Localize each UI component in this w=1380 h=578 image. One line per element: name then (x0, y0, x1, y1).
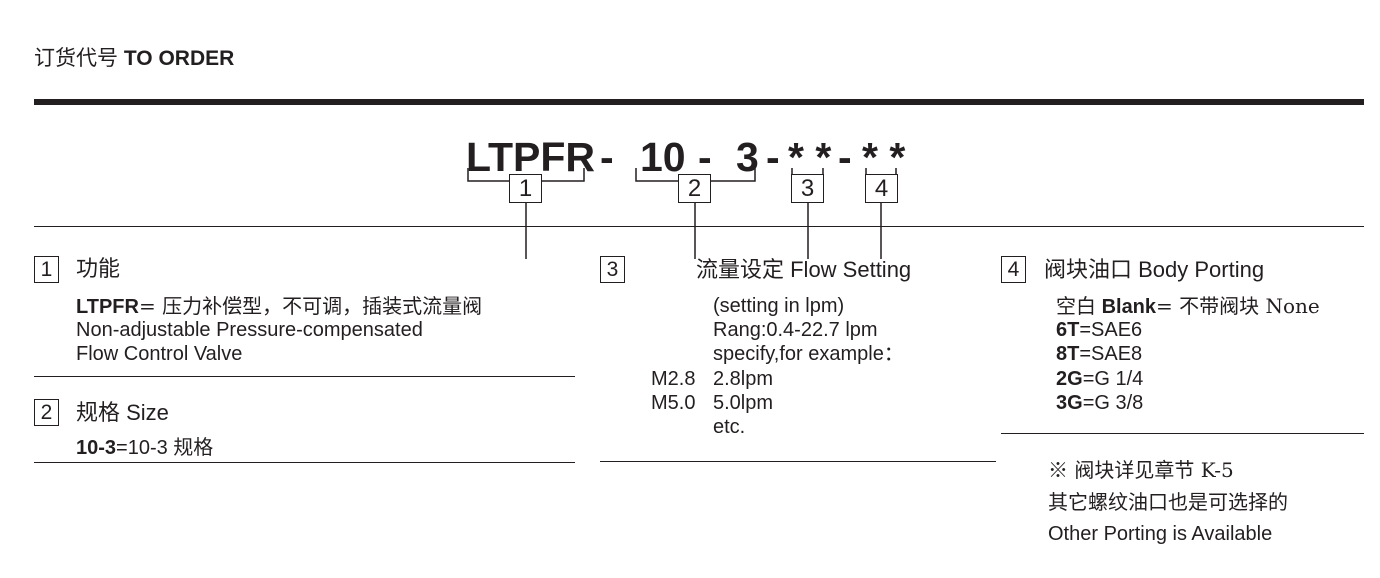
size-desc: =10-3 规格 (116, 437, 214, 459)
code-label-1: 1 (509, 174, 542, 203)
code-sep-3: - (766, 134, 780, 180)
function-line-2: Non-adjustable Pressure-compensated (76, 319, 423, 341)
section-divider (34, 462, 575, 463)
body-option-desc: =G 3/8 (1082, 392, 1144, 414)
code-size: 10 (640, 134, 686, 180)
body-option-code: 2G (1056, 368, 1083, 390)
title-en: TO ORDER (123, 47, 235, 70)
body-option: 8T=SAE8 (1056, 343, 1142, 366)
function-code: LTPFR (76, 296, 139, 318)
flow-option-value: 5.0lpm (713, 392, 774, 414)
section-number: 1 (34, 256, 59, 283)
body-option: 2G=G 1/4 (1056, 368, 1143, 391)
size-heading: 规格 Size (76, 400, 169, 425)
flow-line-1: (setting in lpm) (713, 295, 845, 317)
body-note-cn: 其它螺纹油口也是可选择的 (1048, 490, 1288, 514)
body-option-desc: =SAE6 (1079, 319, 1143, 341)
body-blank-cn: 空白 (1056, 294, 1096, 318)
function-line-3: Flow Control Valve (76, 343, 243, 365)
flow-etc: etc. (713, 416, 746, 438)
section-number: 4 (1001, 256, 1026, 283)
body-heading: 阀块油口 Body Porting (1044, 257, 1265, 282)
section-number: 3 (600, 256, 625, 283)
section-number: 2 (34, 399, 59, 426)
code-body: * * (862, 134, 906, 180)
body-option: 3G=G 3/8 (1056, 392, 1143, 415)
size-line-1: 10-3=10-3 规格 (76, 437, 213, 460)
body-note-en: Other Porting is Available (1048, 523, 1273, 545)
code-sep-2: - (698, 134, 712, 180)
body-option-code: 6T (1056, 319, 1080, 341)
header-divider (34, 99, 1364, 105)
page-title: 订货代号 TO ORDER (34, 42, 234, 72)
code-sep-1: - (600, 134, 614, 180)
body-note-ref: ※ 阀块详见章节 K-5 (1048, 458, 1234, 482)
body-blank-code: Blank (1101, 296, 1157, 318)
body-option-desc: =G 1/4 (1082, 368, 1144, 390)
body-blank-desc: = 不带阀块 None (1156, 294, 1320, 318)
function-line-1: LTPFR= 压力补偿型，不可调，插装式流量阀 (76, 295, 482, 319)
body-option: 6T=SAE6 (1056, 319, 1142, 342)
section-divider (1001, 433, 1364, 434)
flow-line-3: specify,for example： (713, 343, 904, 365)
code-label-3: 3 (791, 174, 824, 203)
title-cn: 订货代号 (34, 47, 118, 70)
code-label-4: 4 (865, 174, 898, 203)
section-divider (34, 376, 575, 377)
body-option-code: 3G (1056, 392, 1083, 414)
body-option-code: 8T (1056, 343, 1080, 365)
flow-option-code: M5.0 (651, 392, 696, 414)
body-blank-line: 空白 Blank= 不带阀块 None (1056, 295, 1320, 319)
code-ports: 3 (736, 134, 759, 180)
flow-line-2: Rang:0.4-22.7 lpm (713, 319, 878, 341)
flow-option-value: 2.8lpm (713, 368, 774, 390)
flow-option-code: M2.8 (651, 368, 696, 390)
function-heading: 功能 (76, 257, 121, 282)
code-label-2: 2 (678, 174, 711, 203)
code-model: LTPFR (466, 134, 596, 180)
section-divider (600, 461, 996, 462)
body-option-desc: =SAE8 (1079, 343, 1143, 365)
code-divider (34, 226, 1364, 227)
function-desc: = 压力补偿型，不可调，插装式流量阀 (138, 294, 483, 318)
code-sep-4: - (838, 134, 852, 180)
size-code: 10-3 (76, 437, 117, 459)
code-flow: * * (788, 134, 832, 180)
flow-heading: 流量设定 Flow Setting (696, 257, 912, 282)
